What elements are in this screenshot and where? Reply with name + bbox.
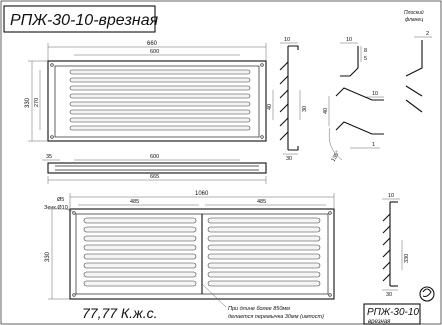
profile-detail: 10 8 5 [340,37,367,77]
louver-dim-10: 10 [372,91,378,97]
profile-section-bottom: 10 330 30 [382,193,410,298]
dim-660: 660 [147,41,158,47]
louver-dim-1: 1 [372,142,375,148]
bprofile-dim-10: 10 [388,193,394,199]
dim-485-right: 485 [257,199,266,205]
bprofile-dim-330: 330 [404,254,410,263]
dim-600: 600 [150,49,159,55]
detail-dim-5: 5 [364,56,367,62]
note-line-1: При длине более 850мм [228,306,290,312]
flange-label-2: фланец [405,17,423,23]
dim-665: 665 [150,174,159,180]
hole-label-countersink: Зенк.Ø10 [44,205,68,211]
top-grille-view: 660 600 330 270 [25,41,267,142]
top-slats [69,69,251,131]
section-strip-view: 35 600 665 [42,154,267,184]
dim-600-strip: 600 [150,154,159,160]
profile-dim-40: 40 [267,104,273,110]
profile-dim-30-right: 30 [302,106,308,112]
impost-note: При длине более 850мм делается перемычка… [201,283,324,320]
title-block: РПЖ-30-10-врезная [3,5,159,33]
dim-485-left: 485 [130,199,139,205]
stamp-sub: врезная [368,319,391,325]
dim-1060: 1060 [195,191,209,197]
bottom-grille-view: 1060 485 485 Ø5 Зенк.Ø10 [44,191,335,300]
louver-detail: 10 40 135° 1 [323,87,384,163]
dim-270: 270 [34,98,40,107]
dim-330-left: 330 [25,97,31,108]
hole-label-d5: Ø5 [57,197,64,203]
dim-35: 35 [46,154,52,160]
louver-dim-135: 135° [331,150,342,163]
dim-330-bottom: 330 [45,251,51,262]
stamp-code: РПЖ-30-10 [367,307,419,318]
stamp-block: РПЖ-30-10 врезная [363,303,421,325]
profile-dim-30-bottom: 30 [286,156,292,162]
bottom-slats-right [207,217,321,287]
detail-dim-10: 10 [346,37,352,43]
louver-dim-40: 40 [323,108,329,114]
flange-label-1: Плоский [404,9,424,16]
bottom-slats-left [83,217,197,287]
certification-logo [419,286,435,302]
drawing-title: РПЖ-30-10-врезная [10,12,159,29]
profile-section-top: 10 30 40 30 [267,37,308,162]
price-text: 77,77 К.ж.с. [82,305,157,321]
flange-detail: Плоский фланец 2 [404,9,432,113]
flange-dim-2: 2 [426,31,429,37]
detail-dim-8: 8 [364,48,367,54]
note-line-2: делается перемычка 30мм (импост) [228,314,324,320]
bprofile-dim-30: 30 [386,292,392,298]
profile-dim-10: 10 [284,37,290,43]
